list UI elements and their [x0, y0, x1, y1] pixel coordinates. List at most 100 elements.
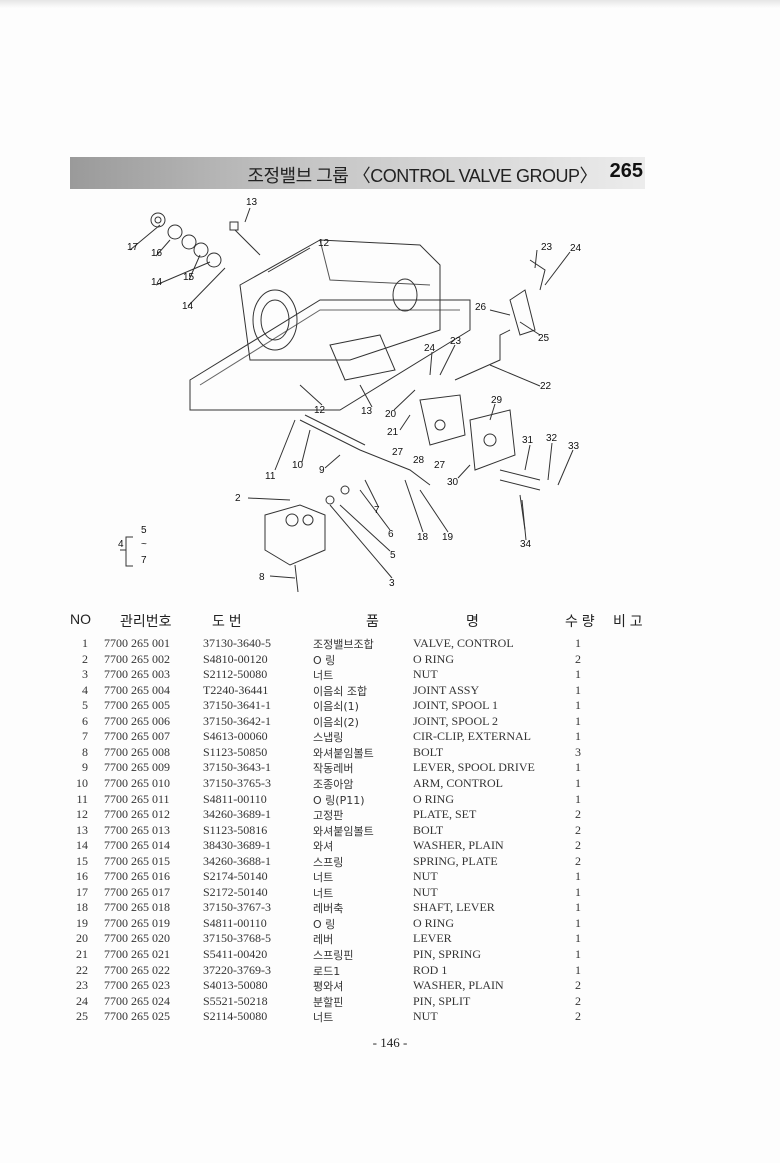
- cell-management-number: 7700 265 012: [104, 807, 170, 822]
- callout-label: 5: [390, 550, 396, 561]
- cell-part-name-en: BOLT: [413, 744, 444, 759]
- cell-no: 11: [76, 791, 88, 806]
- cell-management-number: 7700 265 016: [104, 869, 170, 884]
- cell-no: 14: [76, 838, 88, 853]
- cell-quantity: 2: [575, 807, 581, 822]
- cell-part-name-kr: 와셔붙임볼트: [313, 824, 374, 838]
- cell-management-number: 7700 265 004: [104, 682, 170, 697]
- header-part-name-kr: 품: [366, 613, 379, 629]
- callout-label: 7: [374, 505, 380, 516]
- callout-label: 5: [141, 525, 147, 536]
- cell-no: 24: [76, 993, 88, 1008]
- section-title: 조정밸브 그룹 〈CONTROL VALVE GROUP〉: [247, 166, 597, 186]
- cell-part-name-kr: 레버: [313, 933, 334, 947]
- cell-no: 3: [82, 667, 88, 682]
- callout-label: 10: [292, 460, 304, 471]
- cell-part-name-en: SHAFT, LEVER: [413, 900, 495, 915]
- cell-no: 22: [76, 962, 88, 977]
- cell-drawing-number: 38430-3689-1: [203, 838, 271, 853]
- cell-no: 19: [76, 915, 88, 930]
- cell-part-name-kr: 조종아암: [313, 777, 354, 791]
- cell-part-name-en: O RING: [413, 791, 454, 806]
- cell-no: 10: [76, 775, 88, 790]
- cell-part-name-en: BOLT: [413, 822, 444, 837]
- cell-part-name-en: JOINT ASSY: [413, 682, 480, 697]
- cell-drawing-number: S4811-00110: [203, 791, 267, 806]
- cell-quantity: 2: [575, 993, 581, 1008]
- cell-part-name-kr: 작동레버: [313, 762, 354, 776]
- cell-drawing-number: S5411-00420: [203, 947, 268, 961]
- cell-quantity: 2: [575, 822, 581, 837]
- callout-label: 23: [450, 336, 462, 347]
- exploded-parts-diagram: 13 12 17 16 15 14 14 23 24 26 25 24 23 2…: [110, 195, 630, 605]
- cell-drawing-number: 37150-3767-3: [203, 900, 271, 915]
- cell-drawing-number: S4811-00110: [203, 915, 267, 930]
- cell-part-name-kr: 조정밸브조합: [313, 638, 374, 651]
- callout-label: 8: [259, 572, 265, 583]
- callout-label: 26: [475, 302, 487, 313]
- group-code: 265: [609, 160, 643, 182]
- cell-part-name-kr: O 링(P11): [313, 793, 365, 807]
- cell-quantity: 1: [575, 636, 581, 650]
- cell-quantity: 1: [575, 869, 581, 884]
- callout-label: 17: [127, 242, 139, 253]
- callout-label: 31: [522, 435, 534, 446]
- diagram-drawing: [120, 207, 574, 593]
- cell-part-name-kr: 로드1: [313, 964, 341, 978]
- callout-label: 16: [151, 248, 163, 259]
- cell-part-name-kr: 와셔붙임볼트: [313, 746, 374, 760]
- header-quantity: 수 량: [565, 613, 595, 629]
- callout-label: 4: [118, 539, 124, 550]
- cell-drawing-number: T2240-36441: [203, 682, 269, 697]
- callout-label: 25: [538, 333, 550, 344]
- cell-quantity: 1: [575, 884, 581, 899]
- cell-quantity: 1: [575, 698, 581, 713]
- header-drawing-number: 도 번: [212, 613, 242, 629]
- cell-management-number: 7700 265 003: [104, 667, 170, 682]
- callout-label: 27: [434, 460, 446, 471]
- callout-label: 21: [387, 427, 399, 438]
- base-plate: [189, 299, 471, 411]
- callout-label: 29: [491, 395, 503, 406]
- callout-label: 18: [417, 532, 429, 543]
- cell-part-name-kr: 와셔: [313, 840, 334, 854]
- cell-no: 5: [82, 698, 88, 713]
- cell-no: 4: [82, 682, 88, 697]
- cell-part-name-en: ROD 1: [413, 962, 448, 977]
- cell-no: 25: [76, 1009, 88, 1024]
- cell-quantity: 2: [575, 651, 581, 666]
- cell-quantity: 1: [575, 682, 581, 697]
- callout-label: 6: [388, 529, 394, 540]
- cell-drawing-number: S2112-50080: [203, 667, 268, 682]
- callout-label: 12: [314, 405, 326, 416]
- housing: [239, 239, 441, 361]
- cell-management-number: 7700 265 014: [104, 838, 170, 853]
- cell-part-name-kr: 너트: [313, 886, 334, 900]
- cell-quantity: 1: [575, 900, 581, 915]
- cell-part-name-kr: 너트: [313, 871, 334, 885]
- cell-part-name-en: NUT: [413, 667, 438, 682]
- cell-quantity: 1: [575, 931, 581, 946]
- callout-label: 33: [568, 441, 580, 452]
- cell-part-name-kr: 이음쇠(1): [313, 700, 359, 714]
- cell-quantity: 1: [575, 962, 581, 977]
- cell-part-name-en: CIR-CLIP, EXTERNAL: [413, 729, 531, 744]
- cell-part-name-en: NUT: [413, 1009, 438, 1024]
- callout-label: 12: [318, 238, 330, 249]
- cell-drawing-number: 37150-3642-1: [203, 713, 271, 728]
- header-remarks: 비 고: [613, 613, 643, 629]
- cell-quantity: 2: [575, 1009, 581, 1024]
- section-header: 조정밸브 그룹 〈CONTROL VALVE GROUP〉 265: [70, 157, 645, 189]
